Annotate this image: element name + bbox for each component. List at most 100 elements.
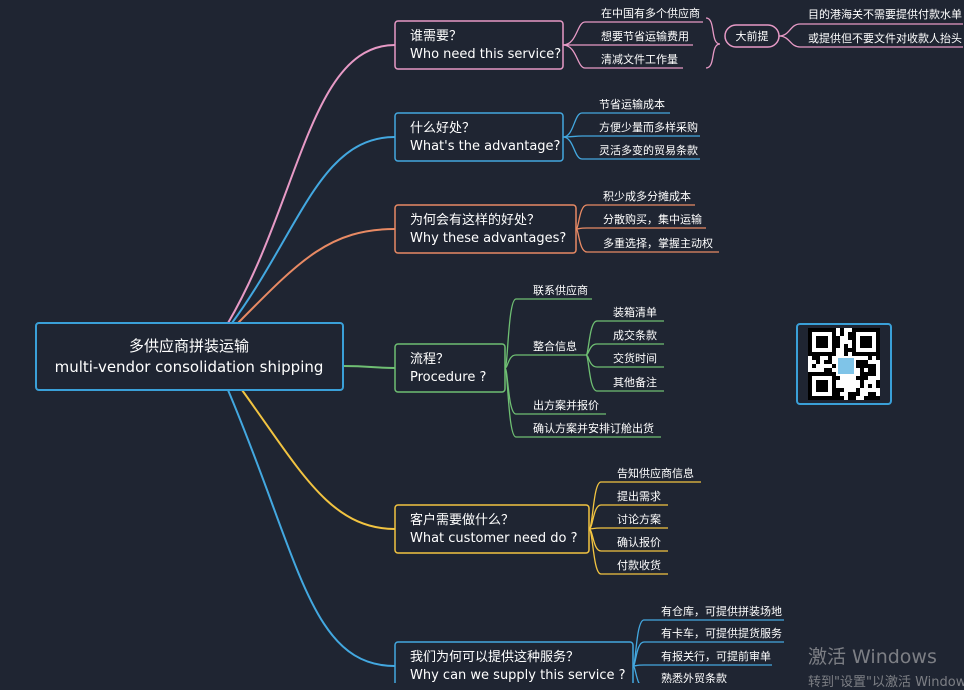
branch-customer-children: 告知供应商信息 提出需求 讨论方案 确认报价 付款收货 — [617, 466, 694, 572]
qr-module — [860, 376, 864, 380]
qr-module — [824, 336, 828, 340]
qr-module — [852, 348, 856, 352]
qr-module — [820, 396, 824, 400]
qr-module — [808, 344, 812, 348]
qr-module — [864, 396, 868, 400]
qr-module — [812, 396, 816, 400]
leaf-supply-0[interactable]: 有仓库，可提供拼装场地 — [661, 604, 782, 618]
leaf-supply-1[interactable]: 有卡车，可提供提货服务 — [661, 626, 782, 640]
qr-module — [876, 396, 880, 400]
qr-module — [864, 328, 868, 332]
qr-module — [860, 352, 864, 356]
leaf-why-1[interactable]: 分散购买，集中运输 — [603, 212, 702, 226]
link-who-2 — [562, 44, 683, 69]
qr-module — [860, 340, 864, 344]
leaf-why-0[interactable]: 积少成多分摊成本 — [603, 189, 691, 203]
leaf-adv-0[interactable]: 节省运输成本 — [599, 97, 665, 111]
qr-module — [824, 388, 828, 392]
leaf-adv-1[interactable]: 方便少量而多样采购 — [599, 120, 698, 134]
link-proc-sub-3 — [585, 354, 664, 392]
link-cust-4 — [588, 528, 668, 575]
link-root-advantage — [231, 136, 396, 324]
leaf-who-0[interactable]: 在中国有多个供应商 — [601, 6, 700, 20]
leaf-proc-3[interactable]: 确认方案并安排订舱出货 — [533, 421, 654, 435]
qr-module — [852, 392, 856, 396]
qr-code-node[interactable] — [796, 323, 892, 405]
branch-advantage[interactable]: 什么好处？ What's the advantage? — [394, 112, 564, 162]
qr-module — [856, 360, 860, 364]
leaf-cust-4[interactable]: 付款收货 — [617, 558, 661, 572]
qr-module — [868, 352, 872, 356]
qr-module — [836, 392, 840, 396]
branch-supply-cn: 我们为何可以提供这种服务？ — [410, 649, 579, 665]
leaf-premise-1[interactable]: 或提供但不要文件对收款人抬头 — [808, 31, 962, 45]
qr-module — [876, 352, 880, 356]
branch-who-need[interactable]: 谁需要？ Who need this service? — [394, 20, 564, 70]
leaf-proc-sub-2[interactable]: 交货时间 — [613, 351, 657, 365]
branch-why-en: Why these advantages? — [410, 231, 566, 246]
qr-module — [808, 340, 812, 344]
branch-procedure[interactable]: 流程？ Procedure ? — [394, 343, 506, 393]
link-root-who — [227, 44, 396, 324]
leaf-proc-0[interactable]: 联系供应商 — [533, 283, 588, 297]
qr-module — [860, 372, 864, 376]
leaf-cust-0[interactable]: 告知供应商信息 — [617, 466, 694, 480]
qr-module — [808, 380, 812, 384]
leaf-who-2[interactable]: 清减文件工作量 — [601, 52, 678, 66]
qr-module — [824, 352, 828, 356]
link-root-why — [237, 228, 396, 324]
leaf-premise-0[interactable]: 目的港海关不需要提供付款水单 — [808, 7, 962, 21]
leaf-why-2[interactable]: 多重选择，掌握主动权 — [603, 236, 713, 250]
qr-module — [836, 336, 840, 340]
leaf-adv-2[interactable]: 灵活多变的贸易条款 — [599, 143, 698, 157]
qr-module — [836, 344, 840, 348]
leaf-supply-3[interactable]: 熟悉外贸条款 — [661, 671, 727, 683]
branch-advantage-children: 节省运输成本 方便少量而多样采购 灵活多变的贸易条款 — [599, 97, 698, 157]
premise-node[interactable]: 大前提 — [724, 24, 780, 48]
qr-module — [832, 328, 836, 332]
link-adv-1 — [562, 135, 700, 138]
qr-module — [812, 352, 816, 356]
qr-module — [828, 328, 832, 332]
qr-module — [836, 388, 840, 392]
leaf-who-1[interactable]: 想要节省运输费用 — [601, 29, 689, 43]
link-supply-2 — [632, 664, 772, 667]
branch-why[interactable]: 为何会有这样的好处？ Why these advantages? — [394, 204, 577, 254]
branch-customer-cn: 客户需要做什么？ — [410, 512, 514, 528]
branch-customer-en: What customer need do ? — [410, 531, 578, 546]
qr-module — [816, 340, 820, 344]
qr-module — [844, 348, 848, 352]
branch-customer[interactable]: 客户需要做什么？ What customer need do ? — [394, 504, 590, 554]
qr-module — [808, 372, 812, 376]
qr-module — [808, 396, 812, 400]
qr-module — [836, 340, 840, 344]
qr-module — [824, 396, 828, 400]
leaf-cust-3[interactable]: 确认报价 — [617, 535, 661, 549]
leaf-cust-1[interactable]: 提出需求 — [617, 489, 661, 503]
qr-module — [832, 380, 836, 384]
root-node[interactable]: 多供应商拼装运输 multi-vendor consolidation ship… — [35, 322, 344, 391]
leaf-proc-1[interactable]: 整合信息 — [533, 339, 577, 353]
leaf-proc-sub-0[interactable]: 装箱清单 — [613, 305, 657, 319]
qr-logo — [836, 356, 856, 376]
qr-module — [820, 336, 824, 340]
branch-procedure-box — [394, 343, 506, 393]
branch-supply[interactable]: 我们为何可以提供这种服务？ Why can we supply this ser… — [394, 641, 634, 683]
qr-module — [876, 332, 880, 336]
qr-module — [820, 328, 824, 332]
qr-module — [868, 396, 872, 400]
qr-module — [864, 336, 868, 340]
premise-children: 目的港海关不需要提供付款水单 或提供但不要文件对收款人抬头 — [808, 7, 962, 45]
qr-module — [816, 344, 820, 348]
link-root-procedure — [342, 365, 396, 369]
leaf-proc-sub-1[interactable]: 成交条款 — [613, 328, 657, 342]
leaf-supply-2[interactable]: 有报关行，可提前审单 — [661, 649, 771, 663]
branch-customer-box — [394, 504, 590, 554]
link-proc-3 — [504, 367, 661, 438]
qr-module — [856, 392, 860, 396]
leaf-proc-2[interactable]: 出方案并报价 — [533, 398, 599, 412]
link-premise-0 — [778, 23, 963, 37]
leaf-proc-sub-3[interactable]: 其他备注 — [613, 375, 657, 389]
leaf-cust-2[interactable]: 讨论方案 — [617, 512, 661, 526]
qr-module — [808, 388, 812, 392]
